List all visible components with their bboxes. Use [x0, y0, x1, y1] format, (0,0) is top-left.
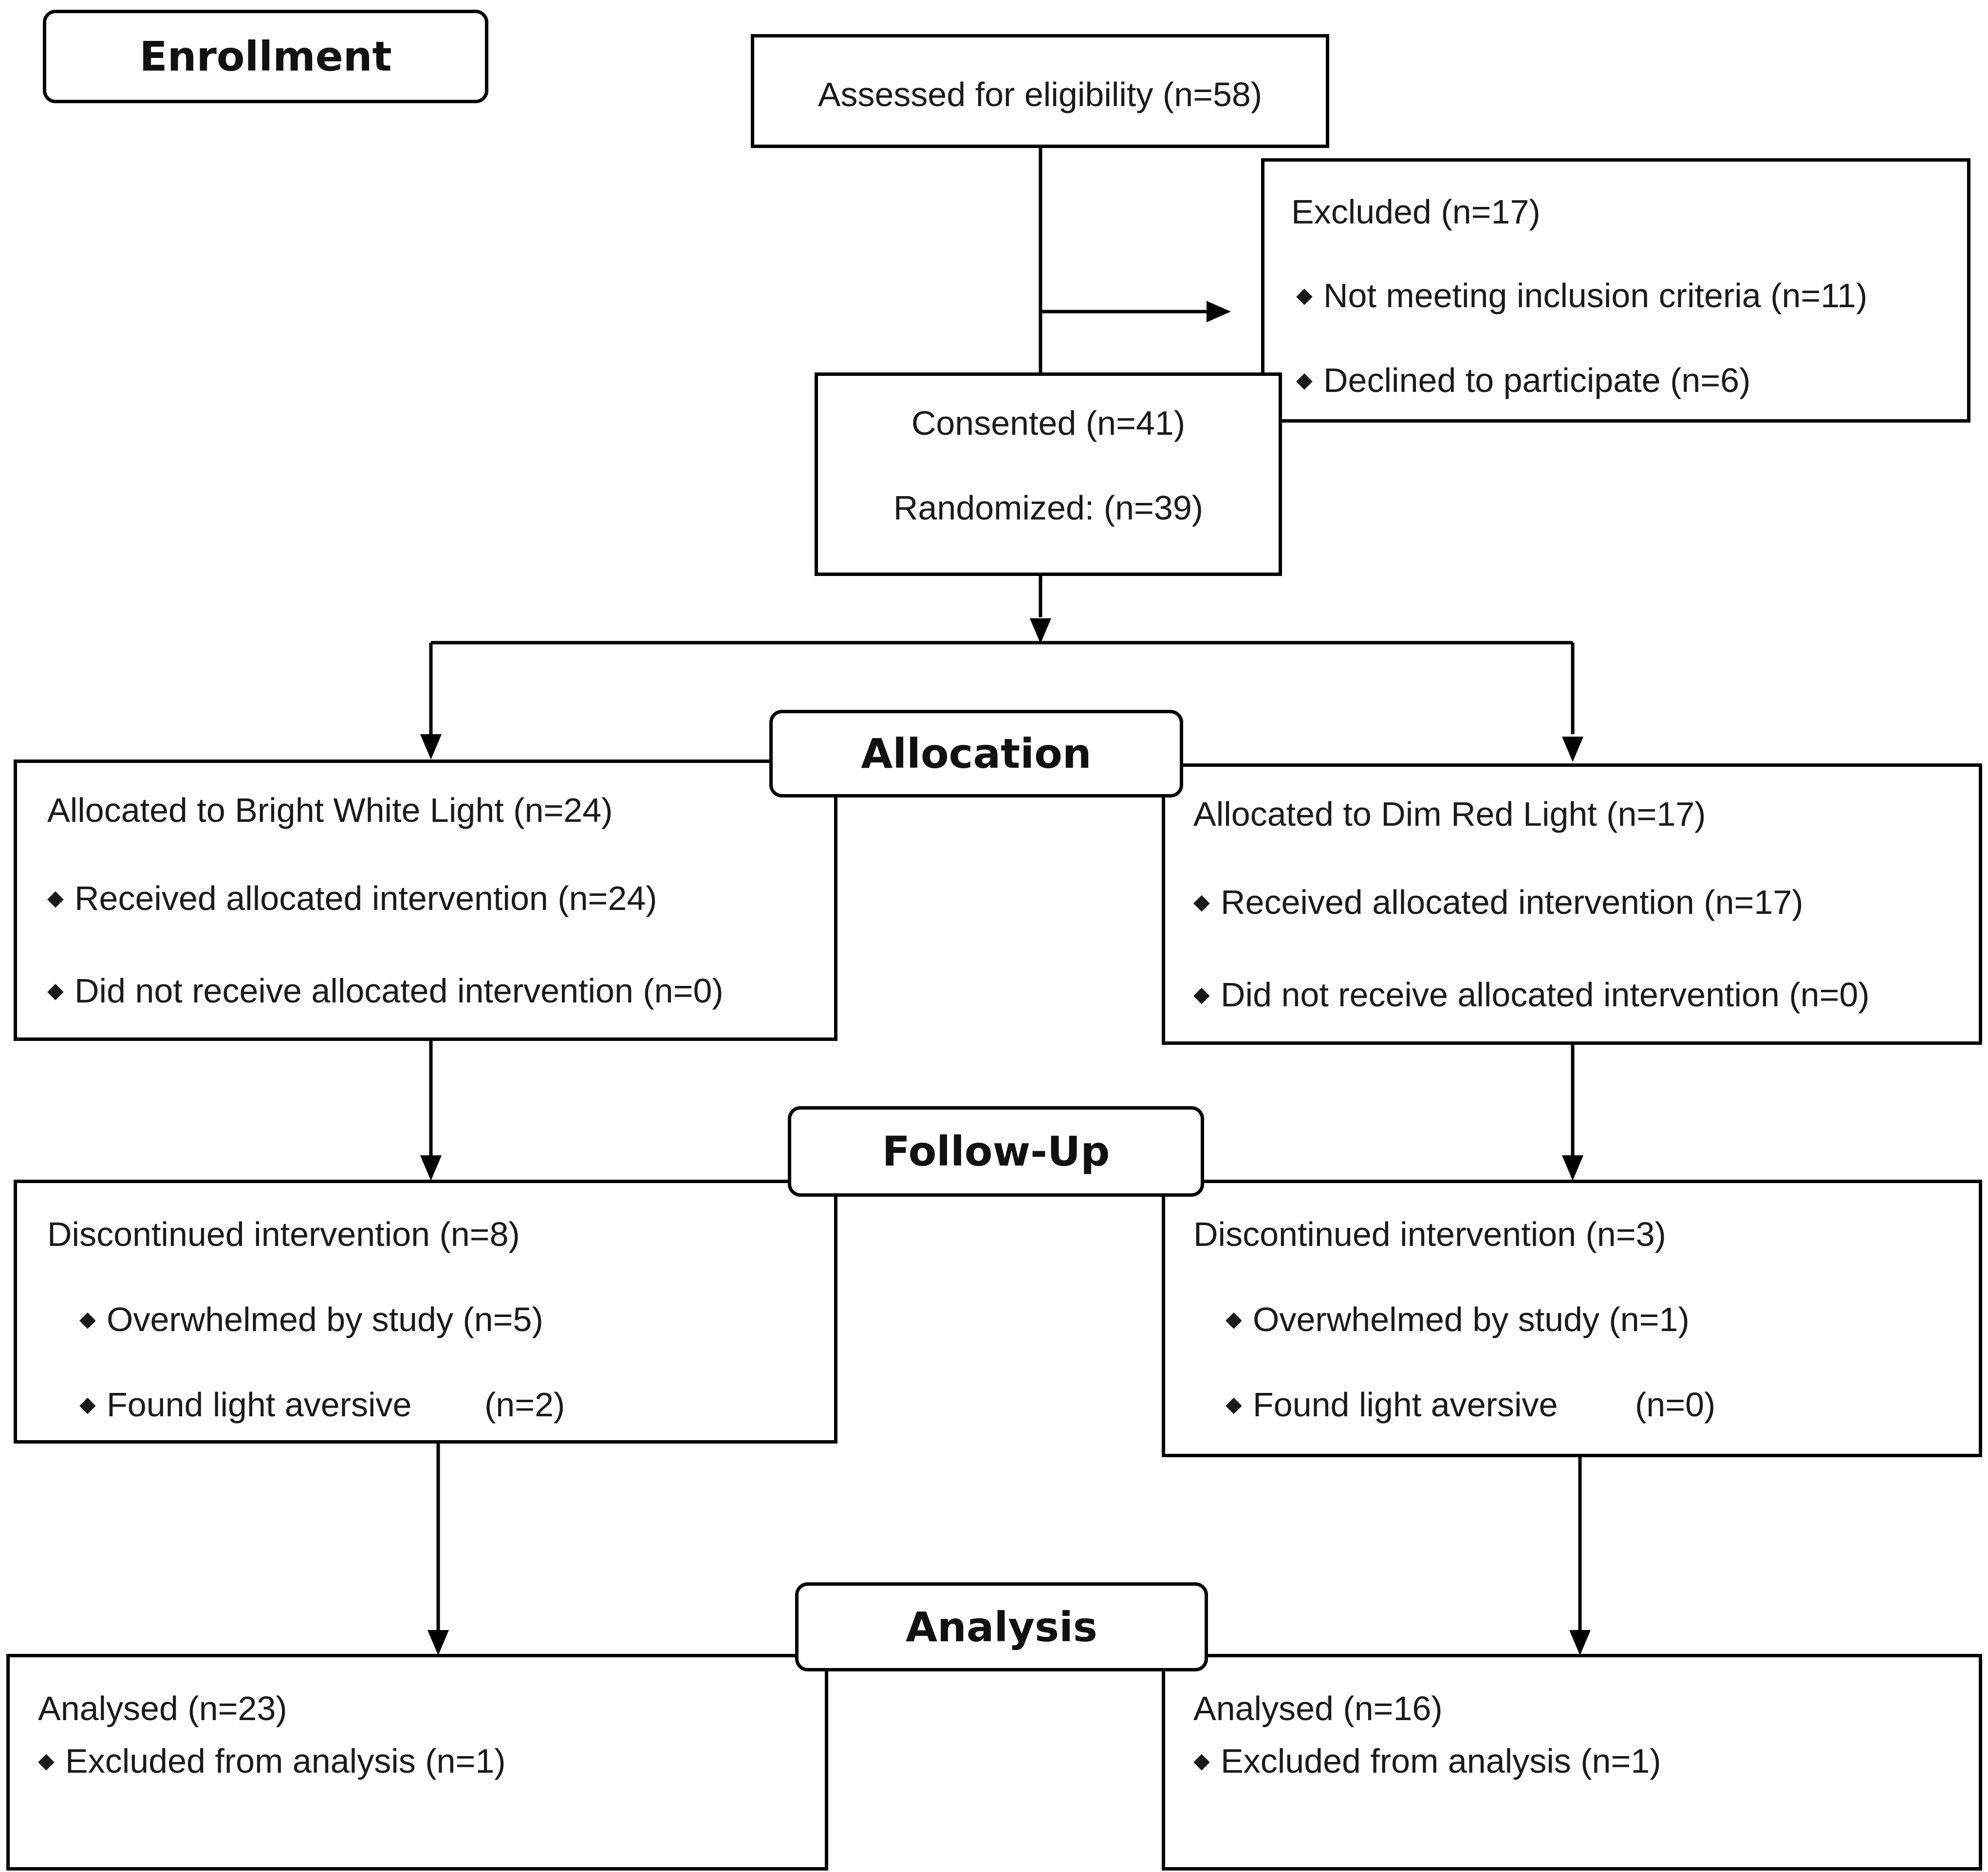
- left-followup-item-text: Overwhelmed by study (n=5): [107, 1300, 543, 1338]
- arrowhead-left-followup: [420, 1155, 442, 1181]
- bullet-icon: ◆: [1296, 283, 1313, 307]
- bullet-icon: ◆: [1226, 1307, 1242, 1331]
- right-followup-item: ◆ Overwhelmed by study (n=1): [1226, 1302, 1690, 1336]
- arrowhead-excluded: [1207, 301, 1231, 322]
- enrollment-label-text: Enrollment: [139, 33, 392, 80]
- bullet-icon: ◆: [38, 1748, 55, 1773]
- consented-text: Consented (n=41): [911, 404, 1186, 442]
- right-allocation-title: Allocated to Dim Red Light (n=17): [1193, 795, 1706, 833]
- left-allocation-title: Allocated to Bright White Light (n=24): [47, 791, 613, 829]
- left-followup-box: Discontinued intervention (n=8) ◆ Overwhe…: [14, 1180, 837, 1444]
- right-analysis-title: Analysed (n=16): [1193, 1689, 1443, 1727]
- follow-up-label: Follow-Up: [788, 1106, 1204, 1197]
- allocation-label-text: Allocation: [861, 730, 1092, 778]
- left-analysis-item-text: Excluded from analysis (n=1): [65, 1742, 506, 1780]
- left-analysis-title: Analysed (n=23): [38, 1689, 287, 1727]
- right-analysis-item-text: Excluded from analysis (n=1): [1221, 1742, 1661, 1780]
- follow-up-label-text: Follow-Up: [882, 1128, 1110, 1175]
- arrowhead-right-followup: [1562, 1155, 1583, 1181]
- excluded-title: Excluded (n=17): [1291, 193, 1541, 231]
- excluded-item: ◆ Declined to participate (n=6): [1296, 363, 1750, 397]
- right-analysis-item: ◆ Excluded from analysis (n=1): [1193, 1744, 1661, 1778]
- left-followup-title: Discontinued intervention (n=8): [47, 1215, 520, 1253]
- arrowhead-left-analysis: [427, 1630, 449, 1655]
- left-allocation-item-text: Did not receive allocated intervention (…: [74, 972, 724, 1010]
- left-followup-item-text: Found light aversive: [107, 1386, 412, 1424]
- left-analysis-item: ◆ Excluded from analysis (n=1): [38, 1744, 506, 1778]
- left-followup-item: ◆ Overwhelmed by study (n=5): [79, 1302, 543, 1336]
- bullet-icon: ◆: [1226, 1392, 1242, 1416]
- right-followup-item: ◆ Found light aversive: [1226, 1388, 1558, 1422]
- right-allocation-item-text: Did not receive allocated intervention (…: [1221, 976, 1870, 1014]
- right-followup-title: Discontinued intervention (n=3): [1193, 1215, 1666, 1253]
- consented-box: Consented (n=41) Randomized: (n=39): [815, 372, 1282, 576]
- excluded-item: ◆ Not meeting inclusion criteria (n=11): [1296, 278, 1867, 313]
- arrowhead-right-allocation: [1562, 737, 1583, 762]
- assessed-box: Assessed for eligibility (n=58): [751, 34, 1329, 148]
- bullet-icon: ◆: [79, 1392, 96, 1416]
- left-followup-item: ◆ Found light aversive: [79, 1388, 411, 1422]
- right-allocation-box: Allocated to Dim Red Light (n=17) ◆ Recei…: [1162, 763, 1982, 1045]
- right-followup-box: Discontinued intervention (n=3) ◆ Overwhe…: [1162, 1180, 1982, 1457]
- bullet-icon: ◆: [47, 886, 64, 910]
- right-followup-item-count: (n=0): [1635, 1386, 1716, 1424]
- bullet-icon: ◆: [1193, 890, 1210, 914]
- arrowhead-split: [1030, 618, 1051, 644]
- bullet-icon: ◆: [1193, 982, 1210, 1006]
- right-allocation-item: ◆ Received allocated intervention (n=17): [1193, 885, 1803, 919]
- bullet-icon: ◆: [79, 1307, 96, 1331]
- left-followup-item-count: (n=2): [484, 1386, 565, 1424]
- bullet-icon: ◆: [47, 978, 64, 1002]
- left-allocation-box: Allocated to Bright White Light (n=24) ◆…: [14, 760, 837, 1041]
- arrowhead-right-analysis: [1569, 1630, 1591, 1655]
- assessed-text: Assessed for eligibility (n=58): [817, 75, 1263, 113]
- analysis-label-text: Analysis: [906, 1603, 1097, 1651]
- randomized-text: Randomized: (n=39): [893, 489, 1204, 527]
- enrollment-label: Enrollment: [43, 10, 488, 103]
- allocation-label: Allocation: [769, 710, 1183, 797]
- right-analysis-box: Analysed (n=16) ◆ Excluded from analysis …: [1162, 1654, 1982, 1871]
- excluded-item-text: Not meeting inclusion criteria (n=11): [1323, 277, 1868, 315]
- left-analysis-box: Analysed (n=23) ◆ Excluded from analysis …: [6, 1654, 828, 1871]
- arrowhead-left-allocation: [420, 734, 442, 760]
- excluded-box: Excluded (n=17) ◆ Not meeting inclusion c…: [1261, 158, 1970, 423]
- right-followup-item-text: Found light aversive: [1253, 1386, 1558, 1424]
- left-allocation-item-text: Received allocated intervention (n=24): [74, 879, 657, 917]
- left-allocation-item: ◆ Received allocated intervention (n=24): [47, 881, 657, 915]
- excluded-item-text: Declined to participate (n=6): [1323, 361, 1751, 399]
- right-allocation-item-text: Received allocated intervention (n=17): [1221, 883, 1803, 921]
- right-followup-item-text: Overwhelmed by study (n=1): [1253, 1300, 1690, 1338]
- analysis-label: Analysis: [795, 1582, 1208, 1671]
- right-allocation-item: ◆ Did not receive allocated intervention …: [1193, 978, 1870, 1012]
- bullet-icon: ◆: [1193, 1748, 1210, 1773]
- left-allocation-item: ◆ Did not receive allocated intervention …: [47, 974, 724, 1008]
- bullet-icon: ◆: [1296, 368, 1313, 392]
